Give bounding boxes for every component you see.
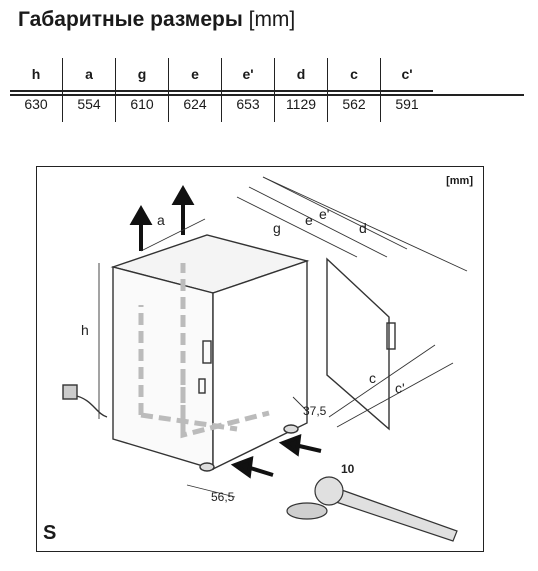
label-10: 10 xyxy=(341,462,355,476)
dim-line-37-5 xyxy=(292,396,308,412)
airflow-arrow-4 xyxy=(180,373,270,439)
dim-line-e-prime xyxy=(262,176,408,250)
label-e: e xyxy=(305,212,313,228)
dim-line-d xyxy=(262,176,468,272)
wrench-icon xyxy=(332,488,458,542)
dim-line-c xyxy=(328,344,436,418)
dim-line-e xyxy=(248,186,388,258)
title-unit: [mm] xyxy=(248,8,296,31)
foot-icon xyxy=(283,424,299,434)
header-a: a xyxy=(62,58,116,92)
power-cable xyxy=(72,394,108,418)
value-e-prime: 653 xyxy=(221,91,275,122)
dim-line-c-prime xyxy=(336,362,454,428)
label-h: h xyxy=(81,322,89,338)
value-g: 610 xyxy=(115,91,169,122)
label-d: d xyxy=(359,220,367,236)
value-c-prime: 591 xyxy=(380,91,433,122)
value-h: 630 xyxy=(24,96,48,112)
dimensions-table: h a g e e' d c c' 630 554 610 624 653 11… xyxy=(10,58,433,122)
section-letter: S xyxy=(43,522,57,544)
fridge-side xyxy=(112,266,214,470)
hinge-icon xyxy=(198,378,206,394)
foot-icon xyxy=(199,462,215,472)
header-e: e xyxy=(168,58,222,92)
value-d: 1129 xyxy=(274,91,328,122)
up-arrow-icon xyxy=(129,204,153,225)
hinge-icon xyxy=(386,322,396,350)
label-a: a xyxy=(157,212,165,228)
value-e: 624 xyxy=(168,91,222,122)
dim-line-56-5 xyxy=(186,484,236,498)
open-door xyxy=(326,257,390,431)
label-e-prime: e' xyxy=(319,206,329,222)
value-a: 554 xyxy=(62,91,116,122)
page-title: Габаритные размеры [mm] xyxy=(18,8,295,32)
label-37-5: 37,5 xyxy=(303,404,327,418)
header-c: c xyxy=(327,58,381,92)
plug-icon xyxy=(62,384,78,400)
label-56-5: 56,5 xyxy=(211,490,235,504)
dim-line-g xyxy=(236,196,358,258)
table-rule xyxy=(10,94,524,96)
label-c-prime: c' xyxy=(395,380,405,396)
title-main: Габаритные размеры xyxy=(18,8,243,31)
dimension-drawing-frame: [mm] S xyxy=(36,166,484,552)
drawing-unit-label: [mm] xyxy=(446,175,473,187)
value-c: 562 xyxy=(327,91,381,122)
up-arrow-icon xyxy=(171,184,195,205)
left-arrow-icon xyxy=(230,455,254,479)
foot-adjuster-icon xyxy=(286,502,328,520)
fridge-drawing: a g e e' d h c c' 37,5 56,5 10 xyxy=(62,176,468,542)
table-row: 630 554 610 624 653 1129 562 591 xyxy=(10,91,433,122)
hinge-icon xyxy=(202,340,212,364)
table-header-row: h a g e e' d c c' xyxy=(10,58,433,92)
left-arrow-icon xyxy=(278,433,302,457)
header-e-prime: e' xyxy=(221,58,275,92)
header-c-prime: c' xyxy=(380,58,433,92)
header-g: g xyxy=(115,58,169,92)
label-c: c xyxy=(369,370,376,386)
label-g: g xyxy=(273,220,281,236)
header-h: h xyxy=(10,58,63,92)
dim-line-a xyxy=(140,218,206,252)
fridge-front xyxy=(212,260,308,471)
header-d: d xyxy=(274,58,328,92)
